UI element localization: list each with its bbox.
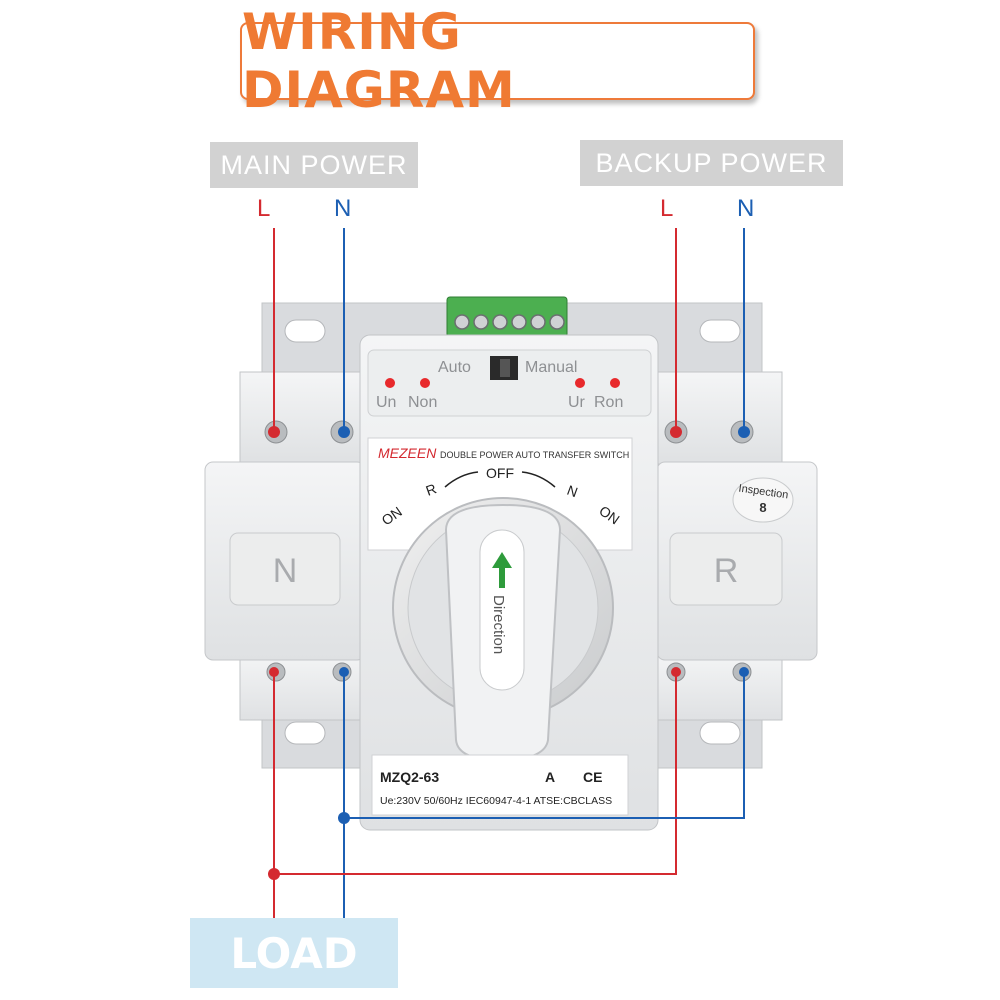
bottom-terminal-block-left [239, 651, 371, 721]
backup-neutral-wire-out [344, 672, 745, 819]
main-power-label: MAIN POWER [210, 142, 418, 188]
led-ron [610, 378, 620, 388]
model-right: A [545, 769, 555, 785]
load-label: LOAD [230, 928, 358, 978]
handle-text: Direction [490, 595, 507, 654]
led-ron-label: Ron [594, 394, 623, 411]
backup-power-label: BACKUP POWER [580, 140, 843, 186]
mode-manual-label: Manual [525, 359, 577, 376]
brand-label: MEZEEN [378, 445, 437, 461]
side-label-left: N [273, 552, 298, 590]
main-live-letter: L [257, 195, 271, 222]
led-ur [575, 378, 585, 388]
led-non [420, 378, 430, 388]
ce-mark: CE [583, 769, 602, 785]
nameplate [371, 754, 629, 816]
model-left: MZQ2-63 [380, 769, 439, 785]
arrow-left [444, 471, 479, 488]
inspection-sticker [732, 477, 794, 523]
backup-neutral-letter: N [737, 195, 755, 222]
backup-live-letter: L [660, 195, 674, 222]
inspection-number: 8 [759, 500, 766, 515]
arrow-right [521, 471, 556, 488]
backup-live-wire-out [274, 672, 677, 875]
side-label-plate-left [229, 532, 341, 606]
specs-label: Ue:230V 50/60Hz IEC60947-4-1 ATSE:CBCLAS… [380, 795, 612, 807]
live-junction [268, 868, 280, 880]
top-terminal-block-left [239, 371, 371, 465]
page-title: WIRING DIAGRAM [242, 3, 516, 119]
mount-hole [284, 319, 326, 343]
neutral-junction [338, 812, 350, 824]
main-neutral-letter: N [334, 195, 352, 222]
status-panel [367, 349, 652, 417]
mode-auto-label: Auto [438, 359, 471, 376]
mount-hole [699, 721, 741, 745]
pos-off-label: OFF [486, 465, 514, 481]
product-label: DOUBLE POWER AUTO TRANSFER SWITCH [440, 450, 629, 460]
mount-hole [699, 319, 741, 343]
handle-label-strip [479, 529, 525, 691]
led-non-label: Non [408, 394, 437, 411]
bottom-terminal-block-right [651, 651, 783, 721]
led-ur-label: Ur [568, 394, 586, 411]
load-box: LOAD [190, 918, 398, 988]
top-terminal-block-right [651, 371, 783, 465]
led-un [385, 378, 395, 388]
side-label-right: R [714, 552, 739, 590]
direction-arrow-icon [492, 552, 512, 568]
title-banner: WIRING DIAGRAM [240, 3, 755, 119]
mount-hole [284, 721, 326, 745]
led-un-label: Un [376, 394, 396, 411]
side-label-plate-right [669, 532, 783, 606]
